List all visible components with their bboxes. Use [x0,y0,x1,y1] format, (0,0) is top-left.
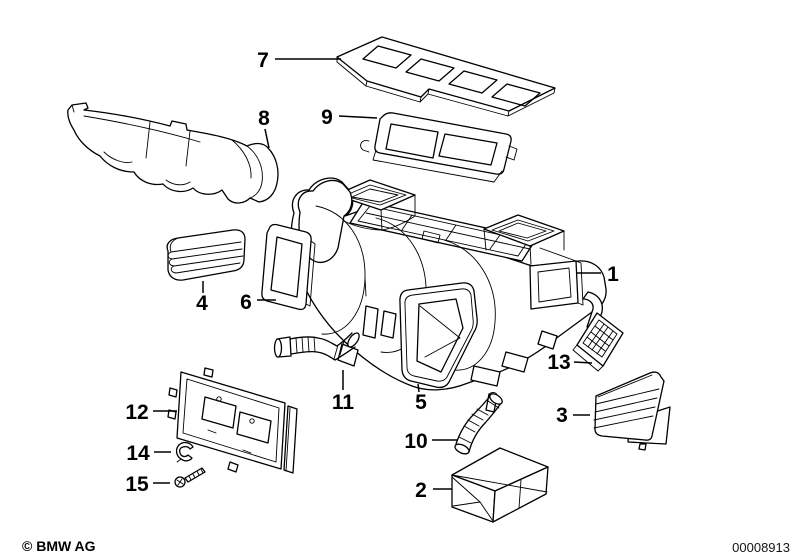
part-12-drawing [167,367,298,474]
part-14-drawing [175,441,194,463]
part-2-drawing [451,447,549,523]
part-callout-7[interactable]: 7 [257,49,269,72]
leader-line-13 [573,361,593,364]
part-13-drawing [572,312,624,372]
part-8-drawing [67,102,279,204]
leader-line-8 [264,128,270,149]
part-callout-6[interactable]: 6 [240,291,252,314]
part-3-drawing [593,371,671,451]
copyright-text: © BMW AG [22,538,96,554]
part-callout-11[interactable]: 11 [332,391,355,414]
part-callout-5[interactable]: 5 [415,391,427,414]
part-7-drawing [336,36,556,117]
part-callout-12[interactable]: 12 [125,401,148,424]
part-callout-10[interactable]: 10 [404,430,427,453]
part-callout-3[interactable]: 3 [556,404,568,427]
leader-line-9 [338,115,378,119]
part-callout-2[interactable]: 2 [415,479,427,502]
part-callout-15[interactable]: 15 [125,473,149,496]
part-11-drawing [273,332,360,361]
part-10-drawing [454,393,503,455]
part-callout-8[interactable]: 8 [258,107,270,130]
part-6-drawing [261,223,316,311]
part-1-drawing [290,177,607,413]
part-callout-4[interactable]: 4 [196,292,208,315]
part-9-drawing [360,112,518,183]
part-callout-9[interactable]: 9 [321,106,333,129]
part-4-drawing [166,229,246,281]
part-15-drawing [174,467,206,488]
callouts: 1 2 3 4 5 6 7 8 9 10 11 12 13 14 15 [125,49,619,502]
part-callout-14[interactable]: 14 [126,442,150,465]
leader-line-5 [417,383,420,393]
document-number: 00008913 [732,540,790,555]
part-callout-13[interactable]: 13 [547,351,570,374]
part-callout-1[interactable]: 1 [607,263,619,286]
part-5-drawing [399,282,478,389]
leader-lines [153,58,601,490]
